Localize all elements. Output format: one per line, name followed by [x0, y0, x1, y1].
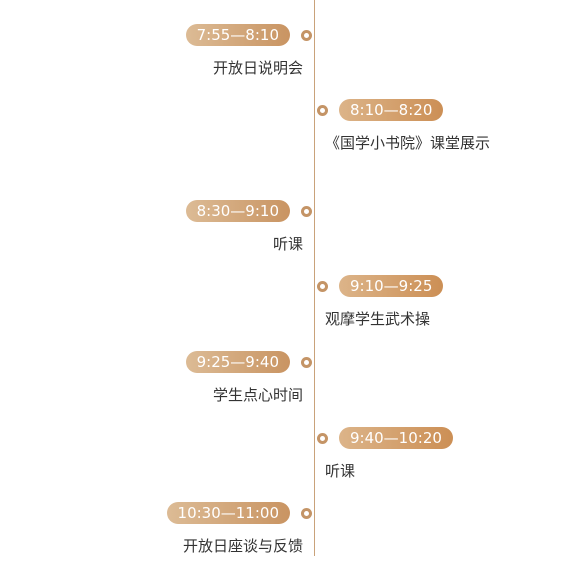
time-badge: 7:55—8:10	[185, 24, 290, 46]
timeline-dot-icon	[317, 105, 328, 116]
timeline-event-4: 9:10—9:25 观摩学生武术操	[0, 275, 586, 335]
time-badge: 8:10—8:20	[339, 99, 444, 121]
timeline-event-6: 9:40—10:20 听课	[0, 427, 586, 487]
event-title: 听课	[325, 462, 356, 480]
timeline-event-3: 8:30—9:10 听课	[0, 200, 586, 260]
event-title: 观摩学生武术操	[325, 310, 431, 328]
time-badge: 9:10—9:25	[339, 275, 444, 297]
timeline-event-7: 10:30—11:00 开放日座谈与反馈	[0, 502, 586, 562]
timeline-event-2: 8:10—8:20 《国学小书院》课堂展示	[0, 99, 586, 159]
time-badge: 8:30—9:10	[185, 200, 290, 222]
timeline-axis	[314, 0, 315, 556]
timeline-event-1: 7:55—8:10 开放日说明会	[0, 24, 586, 84]
timeline-dot-icon	[317, 433, 328, 444]
time-badge: 9:25—9:40	[185, 351, 290, 373]
event-title: 开放日座谈与反馈	[182, 537, 303, 555]
timeline-event-5: 9:25—9:40 学生点心时间	[0, 351, 586, 411]
time-badge: 9:40—10:20	[339, 427, 453, 449]
event-title: 听课	[272, 235, 303, 253]
timeline-dot-icon	[301, 508, 312, 519]
event-title: 开放日说明会	[212, 59, 303, 77]
event-title: 《国学小书院》课堂展示	[325, 134, 491, 152]
timeline-dot-icon	[317, 281, 328, 292]
timeline-dot-icon	[301, 357, 312, 368]
timeline-dot-icon	[301, 206, 312, 217]
event-title: 学生点心时间	[212, 386, 303, 404]
timeline-dot-icon	[301, 30, 312, 41]
time-badge: 10:30—11:00	[166, 502, 290, 524]
